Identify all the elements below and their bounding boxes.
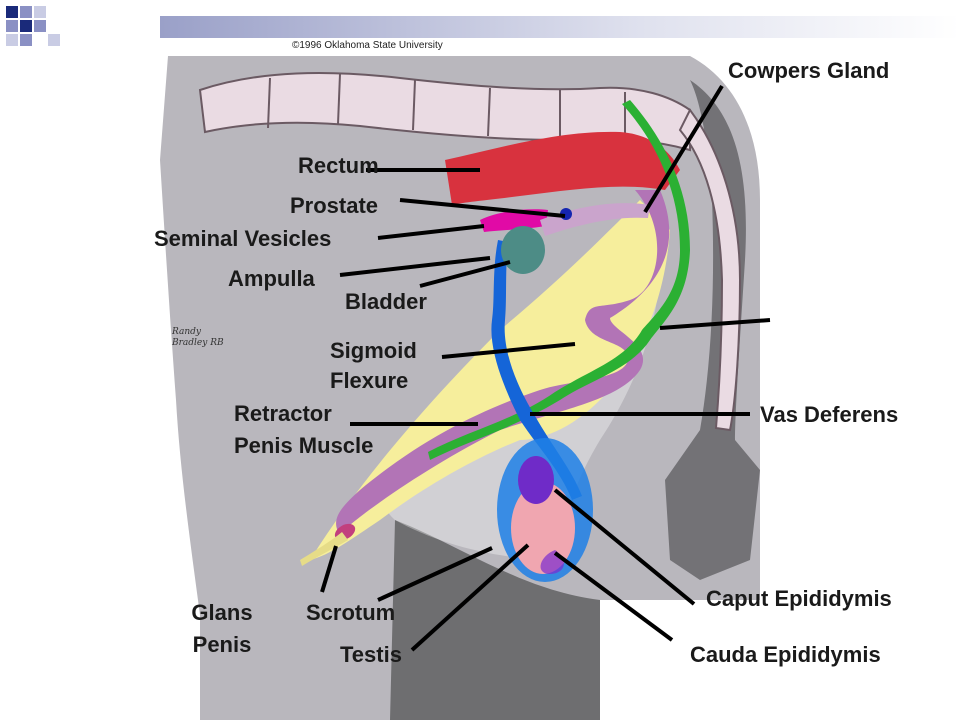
seminal-vesicles-organ — [480, 209, 548, 232]
label-scrotum: Scrotum — [306, 600, 396, 625]
label-bladder: Bladder — [345, 289, 427, 314]
label-cauda-epididymis: Cauda Epididymis — [690, 642, 881, 667]
slide-header-graphic — [6, 6, 960, 46]
urethra-tract — [336, 190, 670, 535]
copyright-notice: ©1996 Oklahoma State University — [292, 40, 443, 51]
label-retractor-2: Penis Muscle — [234, 433, 374, 458]
penis-tip — [300, 532, 348, 566]
label-retractor-1: Retractor — [234, 401, 332, 426]
label-vas-deferens: Vas Deferens — [760, 402, 899, 427]
leader-lines — [320, 84, 771, 652]
label-testis: Testis — [340, 642, 402, 667]
label-sigmoid-flexure-1: Sigmoid — [330, 338, 417, 363]
label-ampulla: Ampulla — [228, 266, 315, 291]
label-caput-epididymis: Caput Epididymis — [706, 586, 892, 611]
rectum-organ — [445, 131, 680, 205]
label-rectum: Rectum — [298, 153, 379, 178]
artist-signature: Randy Bradley RB — [172, 327, 224, 348]
label-glans-2: Penis — [192, 632, 252, 657]
spine-vertebrae — [198, 72, 742, 432]
epididymis-caput — [518, 456, 554, 504]
corner-decoration — [0, 0, 960, 50]
label-glans-1: Glans — [191, 600, 253, 625]
label-cowpers-gland: Cowpers Gland — [728, 58, 890, 83]
label-prostate: Prostate — [290, 193, 379, 218]
label-sigmoid-flexure-2: Flexure — [330, 368, 409, 393]
tail — [665, 80, 760, 580]
bladder-organ — [501, 226, 545, 274]
testis-organ — [511, 482, 575, 574]
label-seminal-vesicles: Seminal Vesicles — [154, 226, 332, 251]
